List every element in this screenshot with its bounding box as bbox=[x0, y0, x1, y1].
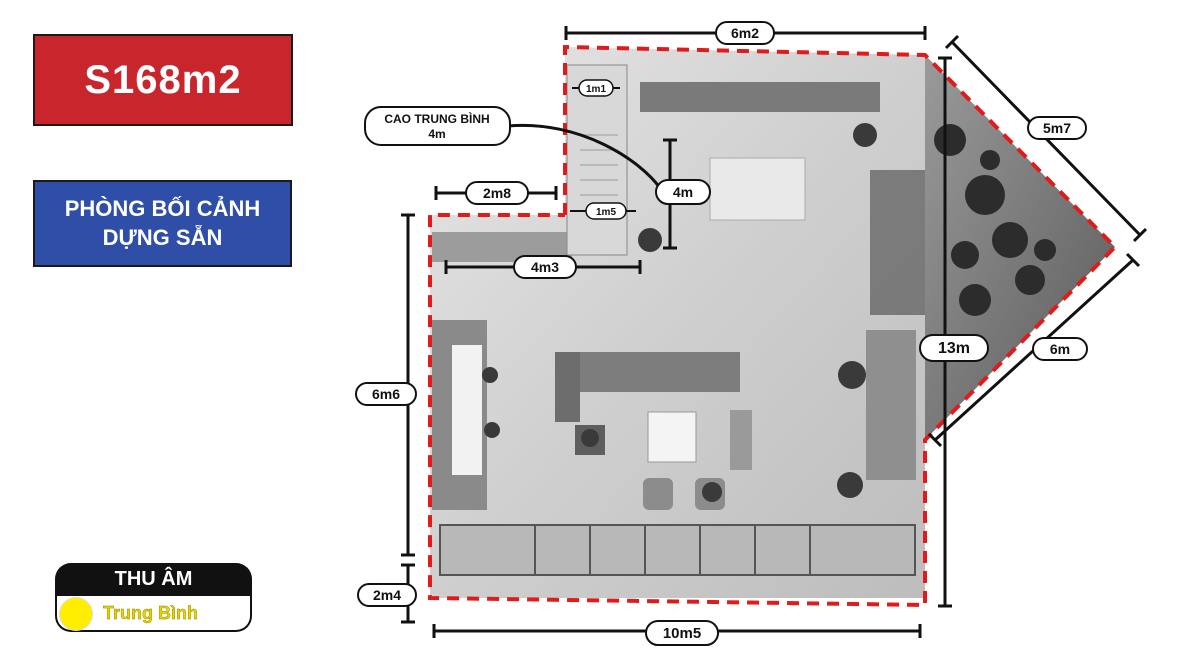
dim-label-top-width-text: 6m2 bbox=[731, 25, 759, 41]
dim-label-stair-width-bottom-text: 1m5 bbox=[596, 207, 616, 218]
room-badge-line1: PHÒNG BỐI CẢNH bbox=[64, 195, 261, 221]
dim-label-left-bottom: 2m4 bbox=[357, 583, 417, 607]
dim-label-left-height-text: 6m6 bbox=[372, 386, 400, 402]
dim-label-angled-top-text: 5m7 bbox=[1043, 120, 1071, 136]
dim-label-left-height: 6m6 bbox=[355, 382, 417, 406]
room-plants bbox=[482, 123, 877, 502]
bottom-glass-panels bbox=[439, 524, 916, 576]
room-badge: PHÒNG BỐI CẢNH DỰNG SẴN bbox=[33, 180, 292, 267]
armchair-left bbox=[643, 478, 673, 510]
room-badge-line2: DỰNG SẴN bbox=[102, 224, 223, 250]
dim-label-angled-bottom-text: 6m bbox=[1050, 341, 1070, 357]
right-wall-panel bbox=[866, 330, 916, 480]
glass-partition bbox=[870, 170, 925, 315]
callout-leader bbox=[507, 123, 662, 189]
dim-label-bottom-width-text: 10m5 bbox=[663, 625, 701, 642]
callout-line2: 4m bbox=[428, 127, 445, 141]
dim-label-wall-width-text: 4m3 bbox=[531, 259, 559, 275]
sofa bbox=[555, 352, 740, 392]
dim-label-left-top-width-text: 2m8 bbox=[483, 185, 511, 201]
sound-rating-title: THU ÂM bbox=[55, 563, 252, 596]
sound-level-dot-icon bbox=[59, 597, 93, 631]
sound-rating-bar: Trung Bình bbox=[55, 596, 252, 632]
dim-label-total-depth-text: 13m bbox=[938, 340, 970, 357]
dim-label-height-text: 4m bbox=[673, 184, 693, 200]
dim-label-wall-width: 4m3 bbox=[513, 255, 577, 279]
dim-label-stair-width-text: 1m1 bbox=[586, 84, 606, 95]
coffee-table bbox=[647, 411, 697, 463]
sound-rating-card: THU ÂM Trung Bình bbox=[55, 563, 252, 632]
dim-label-stair-width: 1m1 bbox=[578, 79, 614, 97]
dim-label-stair-width-bottom: 1m5 bbox=[585, 202, 627, 220]
left-wall-screen bbox=[452, 345, 482, 475]
area-badge: S168m2 bbox=[33, 34, 293, 126]
dim-label-angled-bottom: 6m bbox=[1032, 337, 1088, 361]
dim-label-top-width: 6m2 bbox=[715, 21, 775, 45]
dim-label-left-bottom-text: 2m4 bbox=[373, 587, 401, 603]
dim-label-left-top-width: 2m8 bbox=[465, 181, 529, 205]
garden-plants bbox=[934, 124, 1056, 316]
callout-line1: CAO TRUNG BÌNH bbox=[384, 111, 489, 126]
kitchen-counter bbox=[640, 82, 880, 112]
dim-label-total-depth: 13m bbox=[919, 334, 989, 362]
dim-label-bottom-width: 10m5 bbox=[645, 620, 719, 646]
dim-label-height: 4m bbox=[655, 179, 711, 205]
dim-label-angled-top: 5m7 bbox=[1027, 116, 1087, 140]
area-outline bbox=[428, 44, 1118, 608]
sofa-side bbox=[555, 352, 580, 422]
height-callout: CAO TRUNG BÌNH 4m bbox=[364, 106, 511, 146]
kitchen-island bbox=[709, 157, 806, 221]
bench bbox=[730, 410, 752, 470]
sound-rating-level: Trung Bình bbox=[103, 603, 198, 623]
